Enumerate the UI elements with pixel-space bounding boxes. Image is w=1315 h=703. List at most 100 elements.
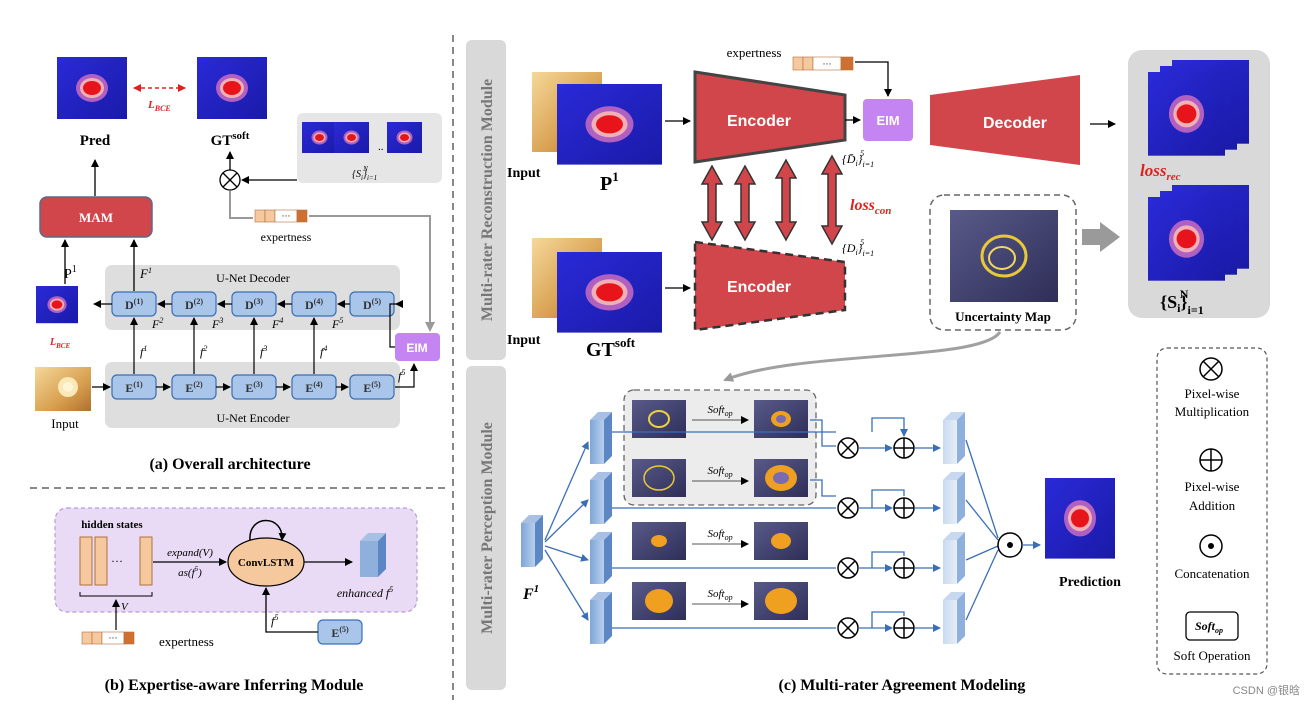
loss-con-label: losscon [850, 197, 891, 217]
lbce-top-label: LBCE [147, 99, 171, 113]
consistency-arrows [700, 154, 844, 246]
enhanced-f5-cube [360, 533, 386, 577]
svg-text:F4: F4 [271, 316, 283, 331]
gt-soft-image [197, 57, 267, 119]
svg-text:E(5): E(5) [363, 380, 381, 395]
si-label: {Si}i=1N [352, 165, 377, 182]
input-fundus-a [35, 367, 91, 411]
f1-cube [521, 515, 543, 567]
mam-label: MAM [79, 210, 113, 225]
svg-text:···: ··· [823, 59, 832, 69]
svg-text:Input: Input [507, 333, 541, 348]
p1-image-top [557, 84, 662, 165]
svg-text:···: ··· [109, 633, 118, 643]
eim-block-recon [863, 99, 913, 141]
svg-text:Addition: Addition [1189, 498, 1236, 513]
svg-text:E(2): E(2) [185, 380, 203, 395]
gt-soft-image-recon [557, 252, 662, 333]
svg-text:D(1): D(1) [125, 297, 143, 312]
svg-text:f3: f3 [260, 344, 267, 359]
svg-text:f5: f5 [271, 613, 278, 628]
panel-b-expertise-aware: hidden states ··· V expand(V) as(f5) Con… [54, 507, 418, 694]
svg-text:Encoder: Encoder [727, 113, 791, 130]
svg-text:Softop: Softop [707, 404, 732, 418]
pred-label: Pred [80, 133, 111, 149]
perc-side-label: Multi-rater Perception Module [479, 422, 496, 634]
f1-label: F1 [522, 583, 539, 603]
mult-add-ops [837, 437, 915, 639]
expertness-label-b: expertness [159, 634, 214, 649]
encoder-blocks: E(1) E(2) E(3) E(4) E(5) [111, 374, 395, 400]
svg-text:f2: f2 [200, 344, 207, 359]
svg-text:f5: f5 [398, 368, 405, 383]
svg-text:Softop: Softop [707, 465, 732, 479]
svg-text:expand(V): expand(V) [167, 547, 213, 559]
input-label-a: Input [51, 416, 79, 431]
caption-a: (a) Overall architecture [149, 456, 310, 473]
gt-soft-label-recon: GTsoft [586, 335, 636, 361]
svg-text:Softop: Softop [707, 588, 732, 602]
svg-text:Uncertainty Map: Uncertainty Map [955, 309, 1051, 324]
svg-text:E(4): E(4) [305, 380, 323, 395]
svg-text:ConvLSTM: ConvLSTM [238, 557, 295, 569]
perc-side-label-box [466, 366, 506, 690]
si-ellipsis: .. [378, 141, 384, 153]
svg-text:F5: F5 [331, 316, 343, 331]
svg-text:Softop: Softop [707, 528, 732, 542]
panel-a-overall-architecture: Pred GTsoft LBCE MAM .. {Si}i=1N ·· [35, 57, 442, 473]
watermark: CSDN @银晗 [1233, 683, 1300, 697]
legend: Pixel-wise Multiplication Pixel-wise Add… [1156, 347, 1268, 675]
p1-thumb-a [36, 286, 78, 324]
svg-text:D(4): D(4) [305, 297, 323, 312]
expertness-icon-b [81, 631, 135, 645]
mam-block [39, 196, 153, 238]
si-stack-top [1148, 60, 1249, 156]
svg-text:f4: f4 [320, 344, 327, 359]
svg-text:F3: F3 [211, 316, 223, 331]
decoder-recon [930, 75, 1080, 165]
svg-text:F1: F1 [139, 266, 152, 281]
gt-soft-label: GTsoft [211, 130, 250, 149]
caption-b: (b) Expertise-aware Inferring Module [105, 677, 364, 694]
unet-decoder-title: U-Net Decoder [216, 271, 290, 285]
svg-text:···: ··· [111, 554, 123, 568]
pred-image [57, 57, 127, 119]
svg-text:f1: f1 [140, 344, 147, 359]
svg-text:V: V [121, 601, 129, 613]
decoder-blocks: D(1) D(2) D(3) D(4) D(5) [111, 291, 395, 317]
svg-text:{Di}i=15: {Di}i=15 [842, 238, 874, 258]
caption-c: (c) Multi-rater Agreement Modeling [779, 677, 1026, 694]
svg-text:EIM: EIM [406, 341, 427, 355]
svg-text:E(5): E(5) [331, 625, 349, 640]
p1-label-recon: P1 [600, 169, 619, 195]
prediction-image [1045, 478, 1115, 559]
svg-text:D(2): D(2) [185, 297, 203, 312]
svg-text:expertness: expertness [727, 45, 782, 60]
svg-text:EIM: EIM [876, 113, 899, 128]
svg-text:Multiplication: Multiplication [1175, 404, 1250, 419]
uncertainty-map-image [950, 210, 1058, 302]
svg-text:Pixel-wise: Pixel-wise [1185, 386, 1240, 401]
gray-arrow-icon [1082, 222, 1120, 252]
hidden-states-label: hidden states [81, 519, 143, 531]
expertness-icon-recon [792, 56, 854, 71]
encoder-top [693, 70, 847, 164]
svg-text:Pixel-wise: Pixel-wise [1185, 479, 1240, 494]
svg-text:Input: Input [507, 166, 541, 181]
encoder-bottom [693, 240, 847, 332]
loss-rec-label: lossrec [1140, 161, 1181, 183]
si-stack-bottom [1148, 185, 1249, 281]
svg-text:D(5): D(5) [363, 297, 381, 312]
svg-text:E(1): E(1) [125, 380, 143, 395]
si-label-recon: {Si}i=1N [1160, 287, 1204, 317]
svg-text:E(3): E(3) [245, 380, 263, 395]
svg-text:enhanced f5: enhanced f5 [337, 585, 393, 600]
panel-perception: F1 [521, 389, 1121, 694]
svg-text:Decoder: Decoder [983, 115, 1047, 132]
svg-text:Concatenation: Concatenation [1174, 566, 1250, 581]
svg-text:D(3): D(3) [245, 297, 263, 312]
p1-label-a: P1 [64, 264, 77, 282]
soft-op-legend-icon [1185, 611, 1239, 641]
svg-text:Soft Operation: Soft Operation [1174, 648, 1251, 663]
